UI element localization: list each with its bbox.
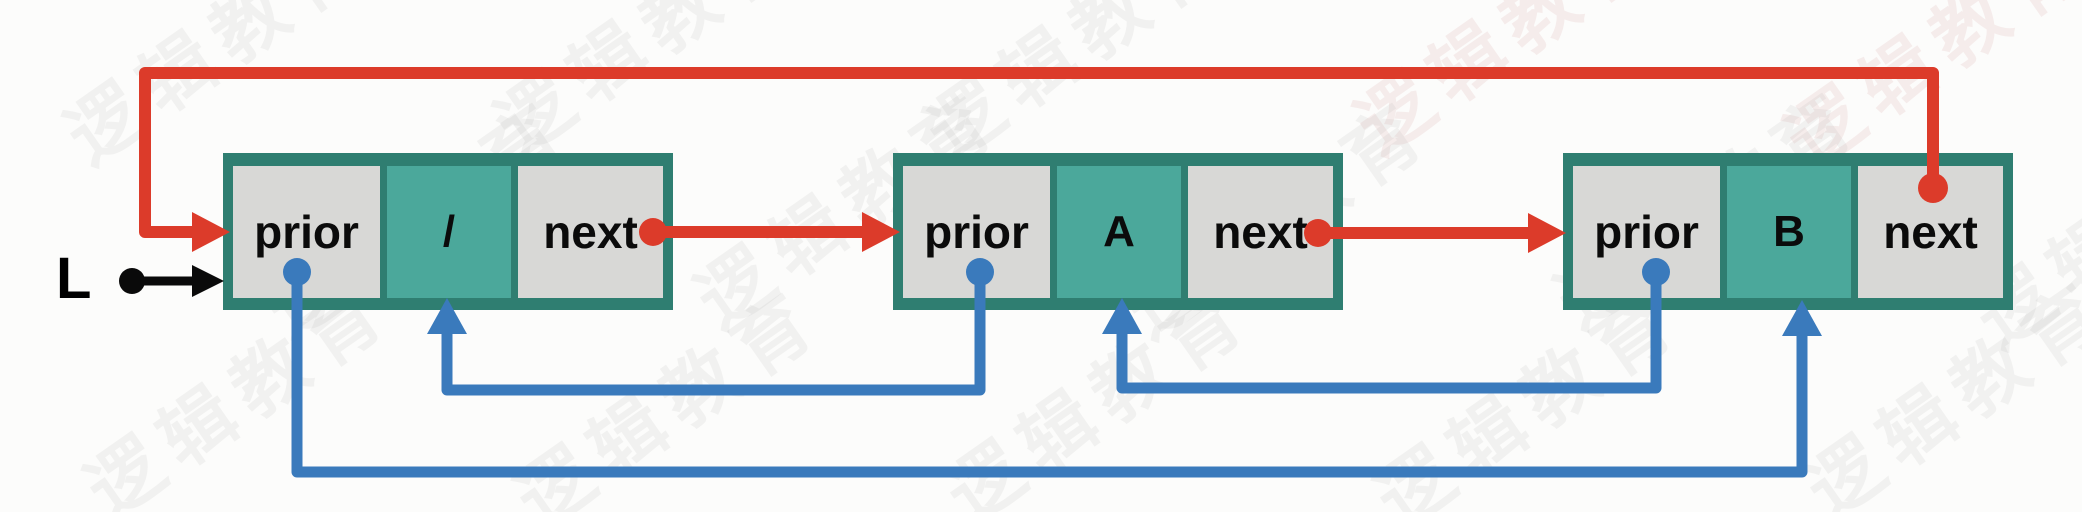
next-cell: next <box>1858 166 2003 298</box>
data-cell-value: A <box>1103 207 1135 256</box>
next-cell-label: next <box>1883 206 1978 258</box>
prior-cell: prior <box>1573 166 1720 298</box>
head-pointer-origin-dot <box>119 268 145 294</box>
data-cell: A <box>1057 166 1181 298</box>
list-node-b: prior B next <box>1563 153 2013 310</box>
list-node-head: prior / next <box>223 153 673 310</box>
prior-cell-label: prior <box>254 206 359 258</box>
data-cell: / <box>387 166 511 298</box>
prior-cell-label: prior <box>1594 206 1699 258</box>
next-cell-label: next <box>1213 206 1308 258</box>
head-pointer-arrowhead-icon <box>192 265 224 297</box>
prior-cell: prior <box>233 166 380 298</box>
next-cell: next <box>1188 166 1333 298</box>
data-cell-value: / <box>442 207 456 256</box>
data-cell: B <box>1727 166 1851 298</box>
prior-cell: prior <box>903 166 1050 298</box>
prior-cell-label: prior <box>924 206 1029 258</box>
data-cell-value: B <box>1773 207 1805 256</box>
next-cell-label: next <box>543 206 638 258</box>
list-node-a: prior A next <box>893 153 1343 310</box>
head-pointer-label: L <box>56 246 92 311</box>
next-cell: next <box>518 166 663 298</box>
